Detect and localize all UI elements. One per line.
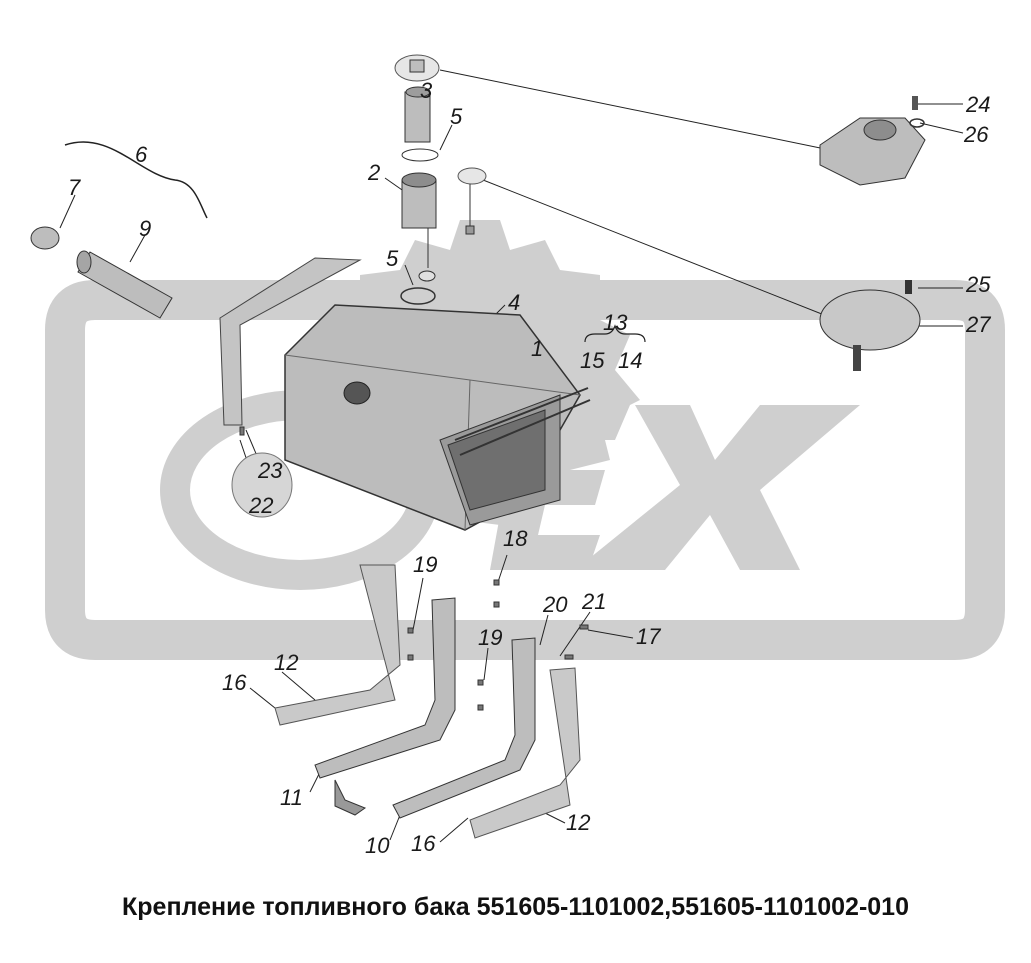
callout-21: 21 <box>581 589 606 614</box>
hose-part <box>76 250 173 319</box>
callout-25: 25 <box>965 272 991 297</box>
callout-9: 9 <box>139 216 151 241</box>
callout-20: 20 <box>542 592 568 617</box>
callout-1: 1 <box>531 336 543 361</box>
callout-27: 27 <box>965 312 991 337</box>
callout-23: 23 <box>257 458 283 483</box>
right-bracket-part <box>392 637 581 839</box>
fasteners <box>239 426 589 711</box>
callout-15: 15 <box>580 348 605 373</box>
diagram-caption: Крепление топливного бака 551605-1101002… <box>122 893 909 921</box>
callout-labels: 1 2 3 4 5 5 6 7 9 10 11 12 12 13 14 15 1… <box>68 78 991 858</box>
callout-5-lower: 5 <box>386 246 399 271</box>
brace-13 <box>584 324 646 343</box>
callout-3: 3 <box>420 78 433 103</box>
callout-18: 18 <box>503 526 528 551</box>
callout-12-left: 12 <box>274 650 298 675</box>
callout-17: 17 <box>636 624 661 649</box>
callout-22: 22 <box>248 493 273 518</box>
callout-24: 24 <box>965 92 990 117</box>
callout-12-right: 12 <box>566 810 590 835</box>
callout-26: 26 <box>963 122 989 147</box>
top-flange-part <box>394 54 440 162</box>
callout-2: 2 <box>367 160 380 185</box>
sensor-plate-part <box>819 280 921 371</box>
callout-7: 7 <box>68 175 81 200</box>
cap-part <box>30 226 60 250</box>
left-bracket-part <box>274 564 456 816</box>
callout-16-right: 16 <box>411 831 436 856</box>
callout-13: 13 <box>603 310 628 335</box>
flange-cover-part <box>819 96 926 186</box>
callout-group-22-23 <box>231 452 293 518</box>
callout-11: 11 <box>280 785 303 810</box>
callout-5-upper: 5 <box>450 104 463 129</box>
callout-19-upper: 19 <box>413 552 437 577</box>
callout-14: 14 <box>618 348 642 373</box>
callout-16-left: 16 <box>222 670 247 695</box>
callout-6: 6 <box>135 142 148 167</box>
callout-19-lower: 19 <box>478 625 502 650</box>
callout-4: 4 <box>508 290 520 315</box>
fuel-tank-part <box>284 304 591 531</box>
filler-neck-part <box>400 172 437 305</box>
wire-part <box>64 141 208 219</box>
upper-strap-part <box>219 257 362 426</box>
callout-10: 10 <box>365 833 390 858</box>
